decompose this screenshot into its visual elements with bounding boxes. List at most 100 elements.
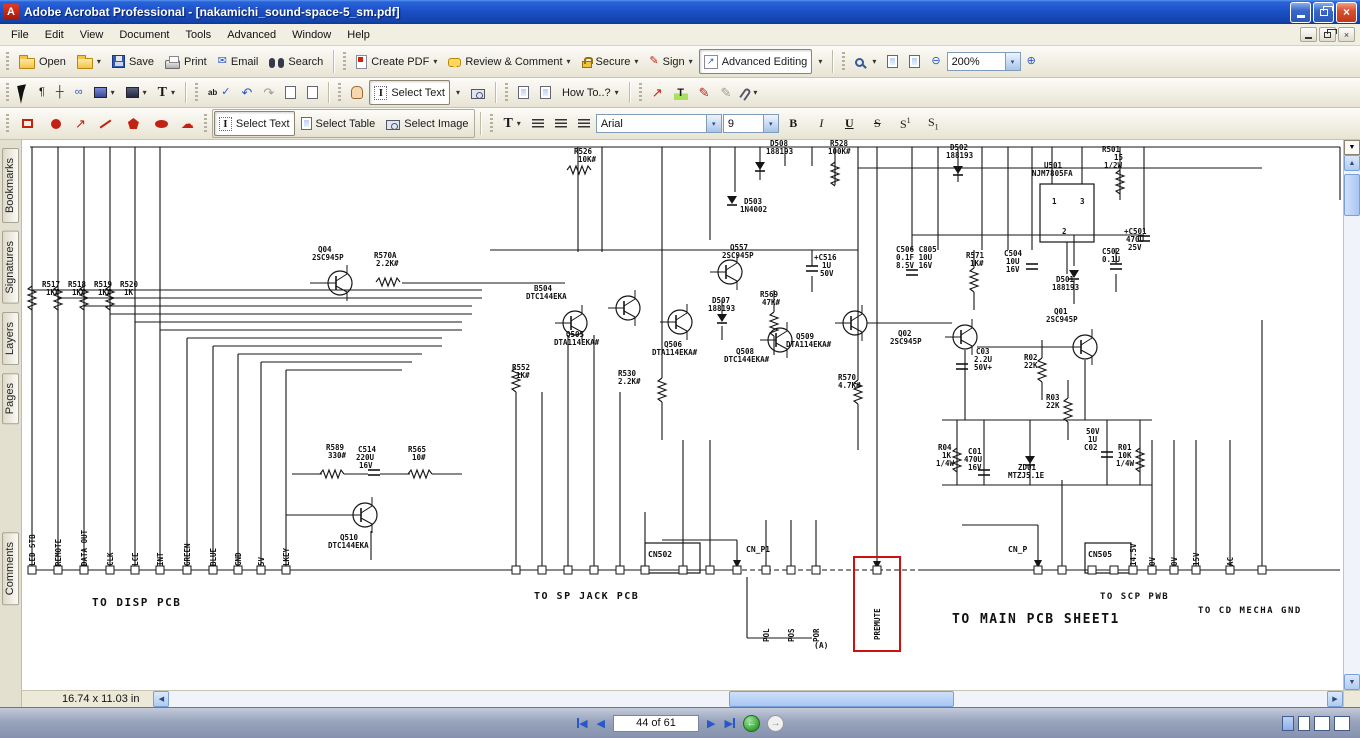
menu-tools[interactable]: Tools [178, 26, 220, 44]
snapshot-tool[interactable] [466, 80, 490, 105]
tab-signatures[interactable]: Signatures [2, 231, 19, 304]
vscroll-track[interactable] [1344, 171, 1360, 674]
vscroll-thumb[interactable] [1344, 174, 1360, 216]
toolbar-grip[interactable] [6, 114, 9, 134]
tab-layers[interactable]: Layers [2, 312, 19, 365]
pencil-tool[interactable]: ✎ [694, 80, 715, 105]
review-comment-button[interactable]: Review & Comment▾ [443, 49, 575, 74]
attach-file-tool[interactable]: ▾ [737, 80, 762, 105]
redo-button[interactable]: ↷ [258, 80, 279, 105]
zoom-tool-button[interactable]: ▾ [850, 49, 881, 74]
create-pdf-button[interactable]: Create PDF▾ [351, 49, 442, 74]
advanced-editing-dropdown[interactable]: ▾ [813, 49, 827, 74]
search-button[interactable]: Search [264, 49, 328, 74]
movie-tool[interactable]: ▾ [121, 80, 152, 105]
toolbar-grip[interactable] [842, 52, 845, 72]
organizer-button[interactable]: ▾ [72, 49, 106, 74]
secure-button[interactable]: Secure▾ [577, 49, 644, 74]
single-page-button[interactable] [1282, 716, 1294, 731]
select-text-button[interactable]: ISelect Text [369, 80, 450, 105]
align-left-button[interactable] [527, 111, 549, 136]
next-page-button[interactable]: ▶ [706, 717, 716, 730]
vscroll-down-button[interactable]: ▼ [1344, 674, 1360, 690]
zoom-in-button[interactable]: ⊕ [1022, 49, 1041, 74]
doc-close-button[interactable]: × [1338, 27, 1355, 42]
zoom-out-button[interactable]: ⊖ [926, 49, 945, 74]
zoom-dropdown-icon[interactable]: ▾ [1005, 53, 1020, 70]
toolbar-grip[interactable] [639, 83, 642, 103]
article-tool[interactable]: ¶ [34, 80, 50, 105]
email-button[interactable]: ✉Email [213, 49, 264, 74]
paste-button[interactable] [302, 80, 323, 105]
spell-check-button[interactable]: ab✓ [203, 80, 236, 105]
page-indicator[interactable]: 44 of 61 [613, 715, 699, 732]
align-right-button[interactable] [573, 111, 595, 136]
link-tool[interactable]: ∞ [70, 80, 88, 105]
hscroll-track[interactable] [169, 691, 1327, 707]
previous-view-button[interactable]: ← [743, 715, 760, 732]
previous-page-tool[interactable] [513, 80, 534, 105]
italic-button[interactable]: I [808, 111, 835, 136]
toolbar-grip[interactable] [338, 83, 341, 103]
select-text-dropdown[interactable]: ▾ [451, 80, 465, 105]
align-center-button[interactable] [550, 111, 572, 136]
crop-tool[interactable]: ┼ [51, 80, 69, 105]
save-button[interactable]: Save [107, 49, 159, 74]
toolbar-grip[interactable] [6, 52, 9, 72]
toolbar-grip[interactable] [204, 114, 207, 134]
toolbar-grip[interactable] [6, 83, 9, 103]
toolbar-grip[interactable] [505, 83, 508, 103]
tab-pages[interactable]: Pages [2, 373, 19, 424]
undo-button[interactable]: ↶ [237, 80, 258, 105]
first-page-button[interactable]: ◀ [576, 717, 588, 730]
facing-button[interactable] [1334, 716, 1350, 731]
font-dropdown-icon[interactable]: ▾ [706, 115, 721, 132]
toolbar-grip[interactable] [343, 52, 346, 72]
restore-button[interactable] [1313, 2, 1334, 23]
toolbar-grip[interactable] [195, 83, 198, 103]
line-tool[interactable] [92, 111, 119, 136]
pencil-eraser-tool[interactable]: ✎ [716, 80, 737, 105]
actual-size-button[interactable] [882, 49, 903, 74]
bold-button[interactable]: B [780, 111, 807, 136]
doc-restore-button[interactable] [1319, 27, 1336, 42]
highlight-text-tool[interactable]: T [669, 80, 693, 105]
font-size-dropdown-icon[interactable]: ▾ [763, 115, 778, 132]
close-button[interactable]: × [1336, 2, 1357, 23]
document-page[interactable]: R52610K#D508188193R528100K#D502188193U50… [22, 140, 1343, 690]
select-table-button[interactable]: Select Table [296, 111, 381, 136]
arrow-tool[interactable]: ↗ [70, 111, 91, 136]
oval-tool[interactable] [42, 111, 69, 136]
menu-document[interactable]: Document [111, 26, 177, 44]
form-tool[interactable]: ▾ [89, 80, 120, 105]
print-button[interactable]: Print [160, 49, 212, 74]
how-to-button[interactable]: How To..?▾ [557, 80, 624, 105]
font-size-select[interactable]: 9 ▾ [723, 114, 779, 133]
copy-button[interactable] [280, 80, 301, 105]
minimize-button[interactable] [1290, 2, 1311, 23]
hand-tool[interactable] [346, 80, 368, 105]
font-family-select[interactable]: Arial ▾ [596, 114, 722, 133]
sign-button[interactable]: ✎Sign▾ [644, 49, 697, 74]
measure-tool[interactable]: ↗ [647, 80, 668, 105]
continuous-button[interactable] [1298, 716, 1310, 731]
toolbar-grip[interactable] [490, 114, 493, 134]
advanced-editing-button[interactable]: ↗Advanced Editing [699, 49, 813, 74]
continuous-facing-button[interactable] [1314, 716, 1330, 731]
menu-advanced[interactable]: Advanced [219, 26, 284, 44]
select-object-tool[interactable] [14, 80, 33, 105]
subscript-button[interactable]: S1 [920, 111, 947, 136]
last-page-button[interactable]: ▶ [723, 717, 735, 730]
scroll-pane-button[interactable]: ▼ [1344, 140, 1360, 155]
hscroll-right-button[interactable]: ▶ [1327, 691, 1343, 707]
tab-comments[interactable]: Comments [2, 532, 19, 605]
menu-window[interactable]: Window [284, 26, 339, 44]
superscript-button[interactable]: S1 [892, 111, 919, 136]
touchup-text-tool[interactable]: T▾ [153, 80, 180, 105]
zoom-level-select[interactable]: 200% ▾ [947, 52, 1021, 71]
previous-page-button[interactable]: ◀ [596, 717, 606, 730]
doc-minimize-button[interactable] [1300, 27, 1317, 42]
next-page-tool[interactable] [535, 80, 556, 105]
open-button[interactable]: Open [14, 49, 71, 74]
select-image-button[interactable]: Select Image [381, 111, 473, 136]
